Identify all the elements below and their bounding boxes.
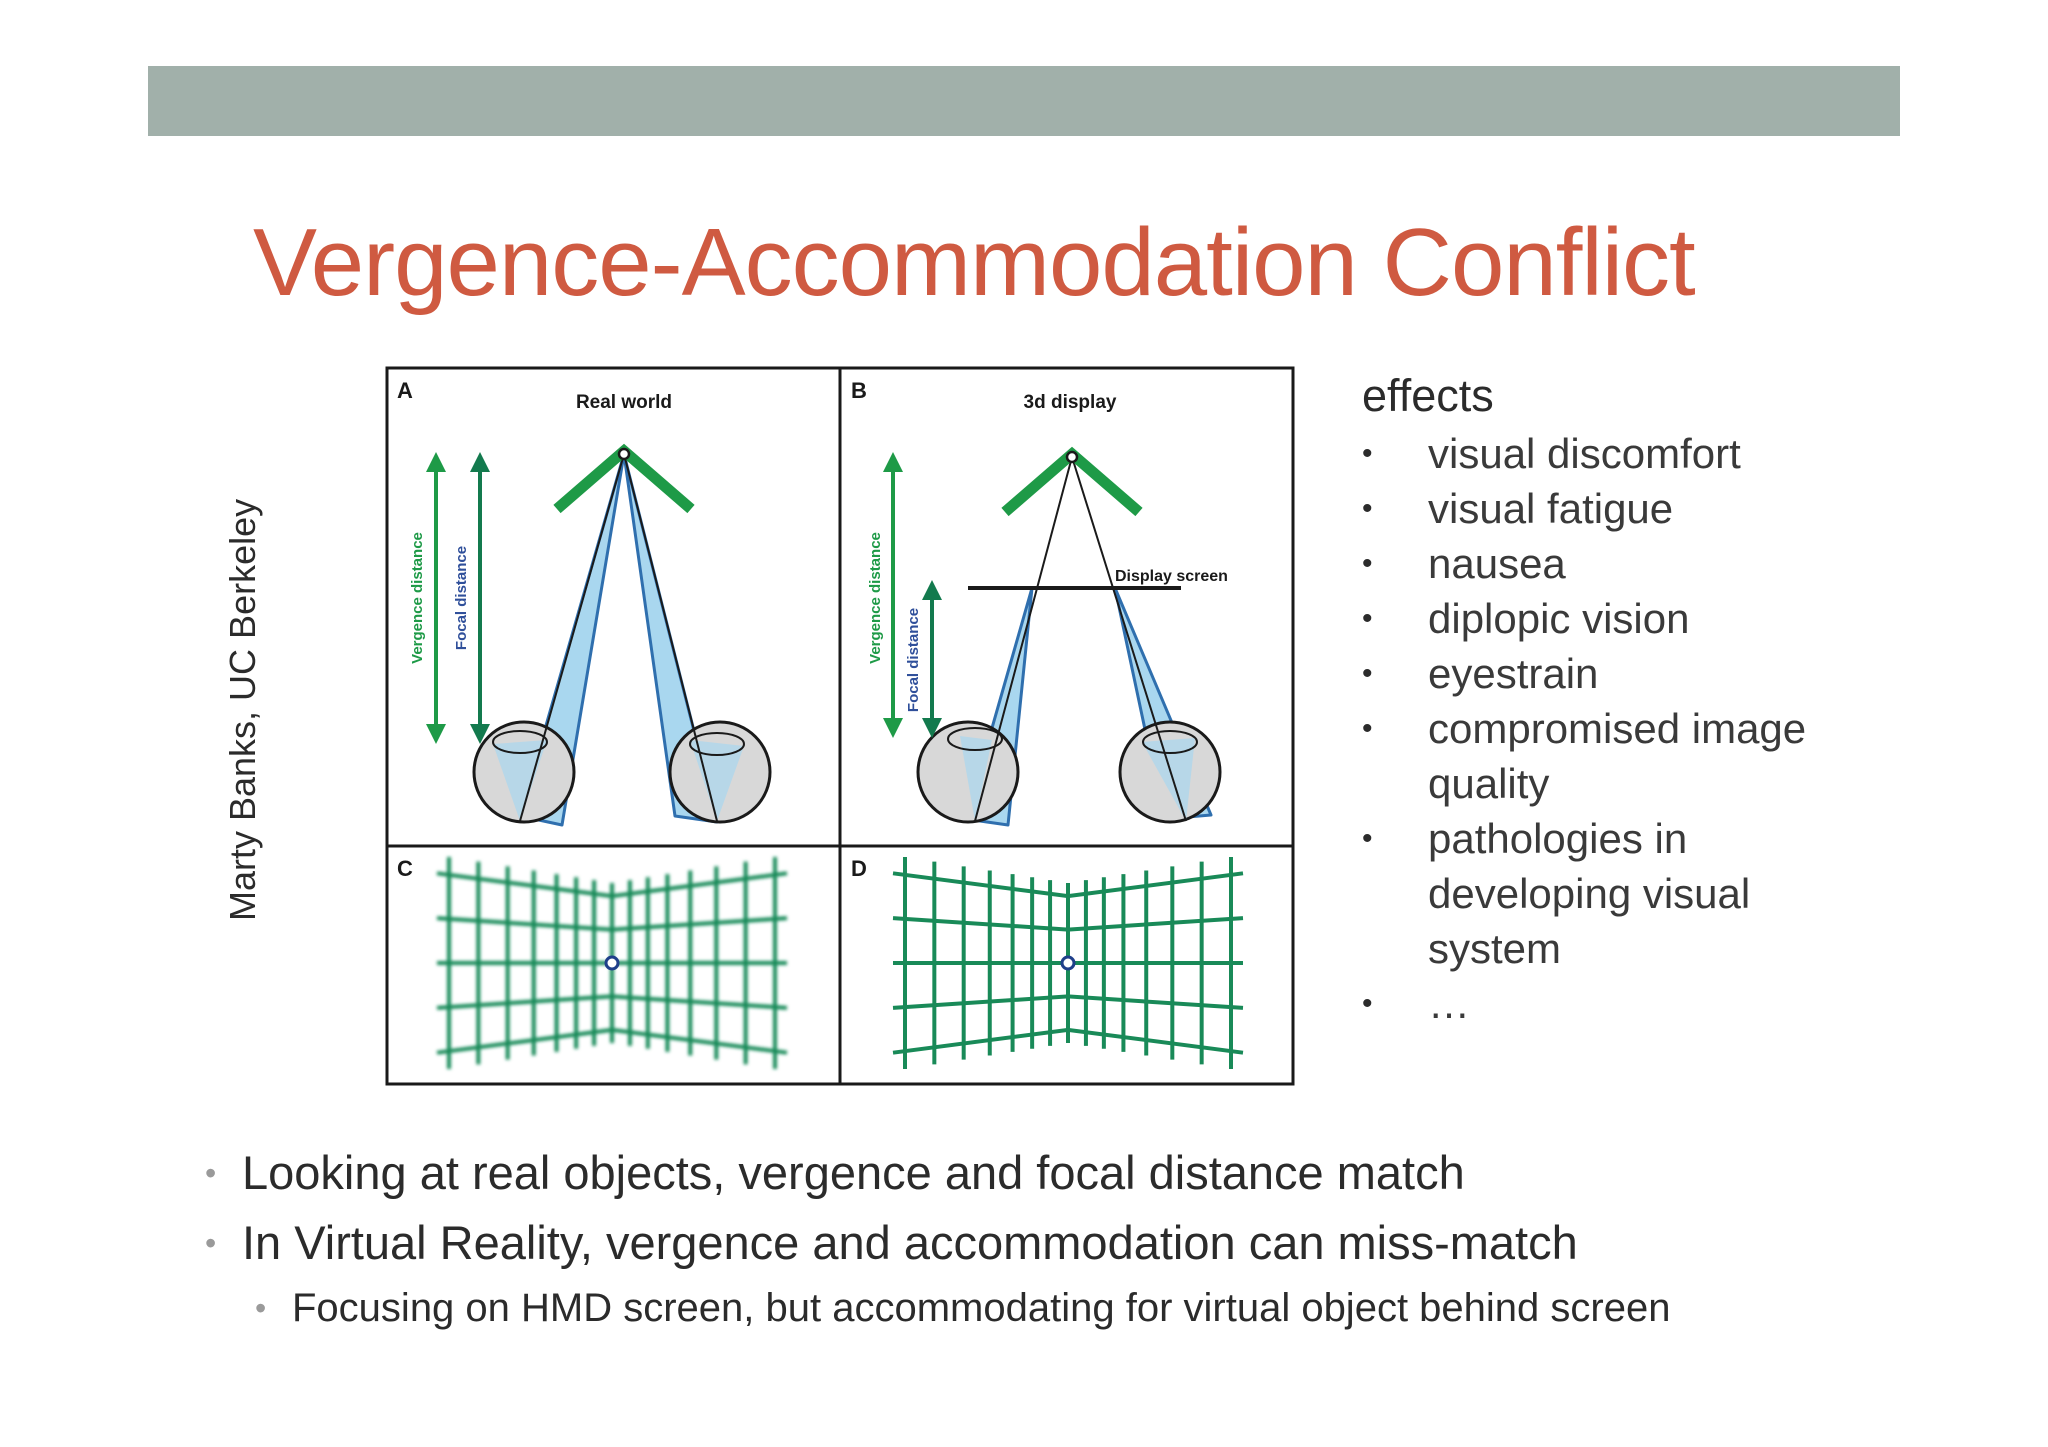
effects-item-text: diplopic vision — [1428, 595, 1690, 642]
main-bullets: • Looking at real objects, vergence and f… — [205, 1138, 2005, 1338]
vergence-figure: A Real world Vergence distance Focal dis… — [385, 366, 1295, 1086]
panel-a-letter: A — [397, 378, 413, 403]
panel-a-left-lens — [492, 730, 548, 754]
effects-bullet: • — [1362, 822, 1373, 855]
slide-title: Vergence-Accommodation Conflict — [253, 209, 1696, 316]
panel-b-fixation-point — [1065, 450, 1079, 464]
panel-b-right-sight-line — [1071, 456, 1187, 822]
effects-item-text: visual fatigue — [1428, 485, 1674, 532]
bullet-item: • In Virtual Reality, vergence and accomm… — [205, 1208, 2005, 1278]
effects-item-text: pathologies in developing visual system — [1428, 815, 1751, 972]
effects-item: •… — [1362, 976, 1922, 1031]
panel-d-fixation-point — [1060, 955, 1076, 971]
panel-d: D — [851, 856, 1244, 1069]
panel-a-left-sight-line — [519, 453, 625, 822]
effects-bullet: • — [1362, 492, 1373, 525]
panel-a-caption: Real world — [576, 392, 672, 413]
sub-bullet-item: • Focusing on HMD screen, but accommodati… — [255, 1278, 2005, 1338]
panel-b-left-lens-cone — [960, 736, 992, 821]
panel-a-right-lens — [689, 732, 745, 756]
sub-bullet-text: Focusing on HMD screen, but accommodatin… — [292, 1286, 1671, 1330]
effects-bullet: • — [1362, 712, 1373, 745]
effects-bullet: • — [1362, 987, 1373, 1020]
panel-b-left-lens — [947, 727, 1003, 751]
panel-a-fixation-point — [617, 447, 631, 461]
effects-bullet: • — [1362, 437, 1373, 470]
effects-bullet: • — [1362, 657, 1373, 690]
panel-b-vergence-label: Vergence distance — [867, 532, 884, 664]
effects-item: • compromised image quality — [1362, 701, 1922, 811]
panel-b-right-lens — [1142, 730, 1198, 754]
effects-item: • visual discomfort — [1362, 426, 1922, 481]
effects-bullet: • — [1362, 547, 1373, 580]
credit-text: Marty Banks, UC Berkeley — [222, 498, 263, 921]
panel-b-left-sight-line — [974, 456, 1073, 822]
effects-bullet: • — [1362, 602, 1373, 635]
bullet-item: • Looking at real objects, vergence and f… — [205, 1138, 2005, 1208]
panel-c-fixation-point — [604, 955, 620, 971]
panel-a: A Real world Vergence distance Focal dis… — [397, 378, 772, 827]
effects-item: • nausea — [1362, 536, 1922, 591]
effects-panel: effects • visual discomfort • visual fatig… — [1362, 366, 1922, 1031]
panel-a-focal-label: Focal distance — [453, 546, 470, 650]
effects-item-text: eyestrain — [1428, 650, 1599, 697]
effects-item-text: … — [1428, 980, 1470, 1027]
panel-b-focal-label: Focal distance — [905, 608, 922, 712]
panel-a-right-lens-cone — [690, 740, 744, 821]
effects-item-text: visual discomfort — [1428, 430, 1741, 477]
panel-c-blurred-grid — [436, 857, 788, 1069]
panel-b: B 3d display Display screen V — [851, 378, 1228, 827]
panel-a-left-lens-cone — [493, 740, 547, 821]
panel-a-right-sight-line — [623, 453, 718, 822]
effects-heading: effects — [1362, 370, 1494, 421]
panel-c: C — [397, 856, 788, 1069]
panel-b-letter: B — [851, 378, 867, 403]
bullet-glyph: • — [205, 1225, 217, 1261]
bullet-text: Looking at real objects, vergence and fo… — [242, 1146, 1465, 1199]
panel-c-letter: C — [397, 856, 413, 881]
bullet-glyph: • — [255, 1290, 267, 1326]
panel-a-vergence-label: Vergence distance — [409, 532, 426, 664]
effects-item-text: compromised image quality — [1428, 705, 1807, 807]
effects-list: • visual discomfort • visual fatigue • naus… — [1362, 426, 1922, 1031]
effects-item: • pathologies in developing visual system — [1362, 811, 1922, 976]
top-banner — [148, 66, 1900, 136]
effects-item: • visual fatigue — [1362, 481, 1922, 536]
bullet-text: In Virtual Reality, vergence and accommo… — [242, 1216, 1578, 1269]
panel-b-caption: 3d display — [1024, 392, 1117, 413]
effects-item: • diplopic vision — [1362, 591, 1922, 646]
panel-b-screen-label: Display screen — [1115, 568, 1228, 585]
panel-d-sharp-grid — [892, 857, 1244, 1069]
panel-b-right-lens-cone — [1142, 738, 1195, 821]
effects-item: • eyestrain — [1362, 646, 1922, 701]
effects-item-text: nausea — [1428, 540, 1566, 587]
panel-d-letter: D — [851, 856, 867, 881]
bullet-glyph: • — [205, 1155, 217, 1191]
